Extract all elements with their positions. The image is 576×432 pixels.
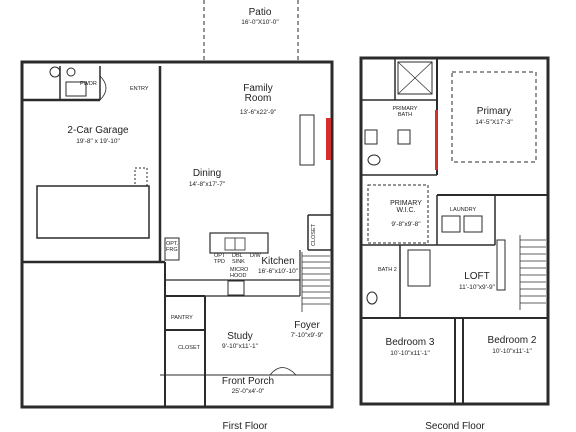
bedroom2-dims: 10'-10"x11'-1" (492, 348, 532, 355)
laundry-wall (436, 195, 496, 246)
bath2-wall (361, 244, 437, 319)
second-floor-stairs (519, 235, 546, 310)
garage-label: 2-Car Garage (67, 125, 129, 136)
fridge (164, 237, 180, 261)
bedroom2-label: Bedroom 2 (487, 335, 537, 346)
patio-outline (203, 0, 299, 62)
loft-railing (496, 239, 506, 291)
opt-tpd-label: OPT TPD (214, 253, 226, 265)
garage-step (134, 167, 148, 187)
wic-outline (367, 184, 429, 244)
foyer-dims: 7'-10"x9'-9" (290, 332, 324, 339)
second-floor-caption: Second Floor (425, 421, 485, 432)
kitchen-label: Kitchen (261, 256, 295, 267)
dbl-sink-label: DBL SINK (232, 253, 245, 265)
primary-bath-label: PRIMARY BATH (392, 106, 418, 118)
fireplace (326, 118, 331, 160)
micro-hood-label: MICRO HOOD (230, 267, 249, 279)
study-label: Study (227, 331, 253, 342)
primary-wic-label: PRIMARY W.I.C. (390, 200, 422, 214)
first-floor-plan (20, 0, 334, 409)
primary-label: Primary (476, 106, 512, 117)
kitchen-island (209, 232, 269, 254)
garage-door (36, 185, 150, 239)
garage-dims: 19'-8" x 19'-10" (76, 138, 120, 145)
patio-label: Patio (248, 7, 272, 18)
primary-bedroom-wall (436, 58, 548, 196)
kitchen-dims: 16'-6"x10'-10" (258, 268, 298, 275)
front-door-swing (269, 367, 297, 376)
dining-dims: 14'-8"x17'-7" (188, 181, 226, 188)
bath2-label: BATH 2 (378, 267, 397, 273)
primary-accent-wall (435, 110, 438, 170)
bedroom-wall (361, 317, 548, 404)
second-floor-plan (359, 56, 550, 406)
dw-label: D/W (250, 253, 261, 259)
loft-dims: 11'-10"x9'-9" (459, 284, 495, 291)
pwdr-label: PWDR (80, 81, 97, 87)
entry-door-swing (99, 75, 107, 101)
range (227, 280, 245, 296)
family-room-dims: 13'-6"x22'-9" (239, 109, 277, 116)
laundry-label: LAUNDRY (450, 207, 477, 213)
primary-tray-ceiling (451, 71, 537, 163)
primary-bath-wall (361, 58, 437, 176)
family-room-label: Family Room (243, 83, 273, 104)
primary-wic-dims: 9'-8"x9'-8" (391, 221, 421, 228)
foyer-label: Foyer (294, 320, 320, 331)
front-porch-label: Front Porch (221, 376, 275, 387)
first-floor-caption: First Floor (222, 421, 268, 432)
primary-dims: 14'-5"X17'-3" (475, 119, 513, 126)
study-dims: 9'-10"x11'-1" (222, 343, 258, 350)
family-room-alcove (299, 114, 315, 166)
entry-label: ENTRY (130, 86, 149, 92)
first-floor-stairs (301, 252, 330, 312)
bedroom3-dims: 10'-10"x11'-1" (390, 350, 430, 357)
pantry-label: PANTRY (171, 315, 193, 321)
study-closet-label: CLOSET (178, 345, 201, 351)
garage-wall (22, 66, 165, 264)
opt-frg-label: OPT. FRG (166, 241, 179, 253)
primary-shower (397, 61, 433, 95)
front-porch-dims: 25'-0"x4'-0" (231, 388, 265, 395)
patio-dims: 16'-0"X10'-0" (241, 19, 279, 26)
foyer-closet-label: CLOSET (311, 223, 317, 246)
dining-label: Dining (192, 168, 222, 179)
foyer-closet-wall (307, 214, 332, 251)
study-wall (164, 262, 206, 407)
loft-label: LOFT (464, 271, 490, 282)
first-floor-outer-wall (20, 60, 334, 409)
bedroom3-label: Bedroom 3 (385, 337, 435, 348)
